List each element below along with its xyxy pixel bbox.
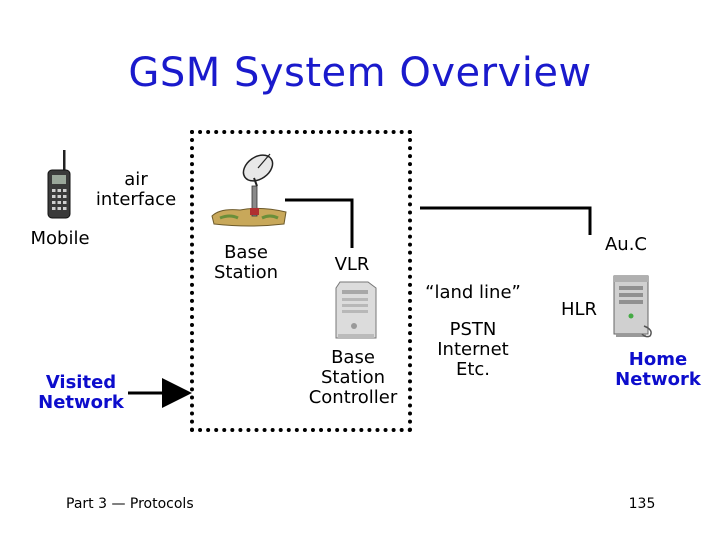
pstn-label: PSTN Internet Etc.: [437, 319, 509, 380]
auc-label: Au.C: [604, 234, 647, 255]
base-station-label: Base Station: [214, 242, 278, 283]
base-station-link: [285, 198, 354, 248]
mobile-phone-icon: [44, 150, 74, 224]
hlr-label: HLR: [560, 299, 598, 320]
footer-left: Part 3 — Protocols: [66, 496, 194, 512]
visited-network-label: Visited Network: [38, 372, 124, 413]
land-line-link: [420, 206, 592, 235]
server-computer-icon: [330, 280, 380, 344]
air-interface-label: air interface: [95, 169, 177, 210]
page-number: 135: [628, 496, 656, 512]
server-tower-icon: [606, 272, 658, 344]
land-line-label: “land line”: [425, 282, 521, 303]
mobile-label: Mobile: [30, 228, 90, 249]
bsc-label: Base Station Controller: [308, 347, 398, 408]
vlr-label: VLR: [334, 254, 370, 275]
satellite-dish-icon: [210, 148, 290, 232]
home-network-label: Home Network: [615, 349, 701, 390]
visited-network-box: [190, 130, 412, 432]
slide-title: GSM System Overview: [128, 50, 592, 96]
